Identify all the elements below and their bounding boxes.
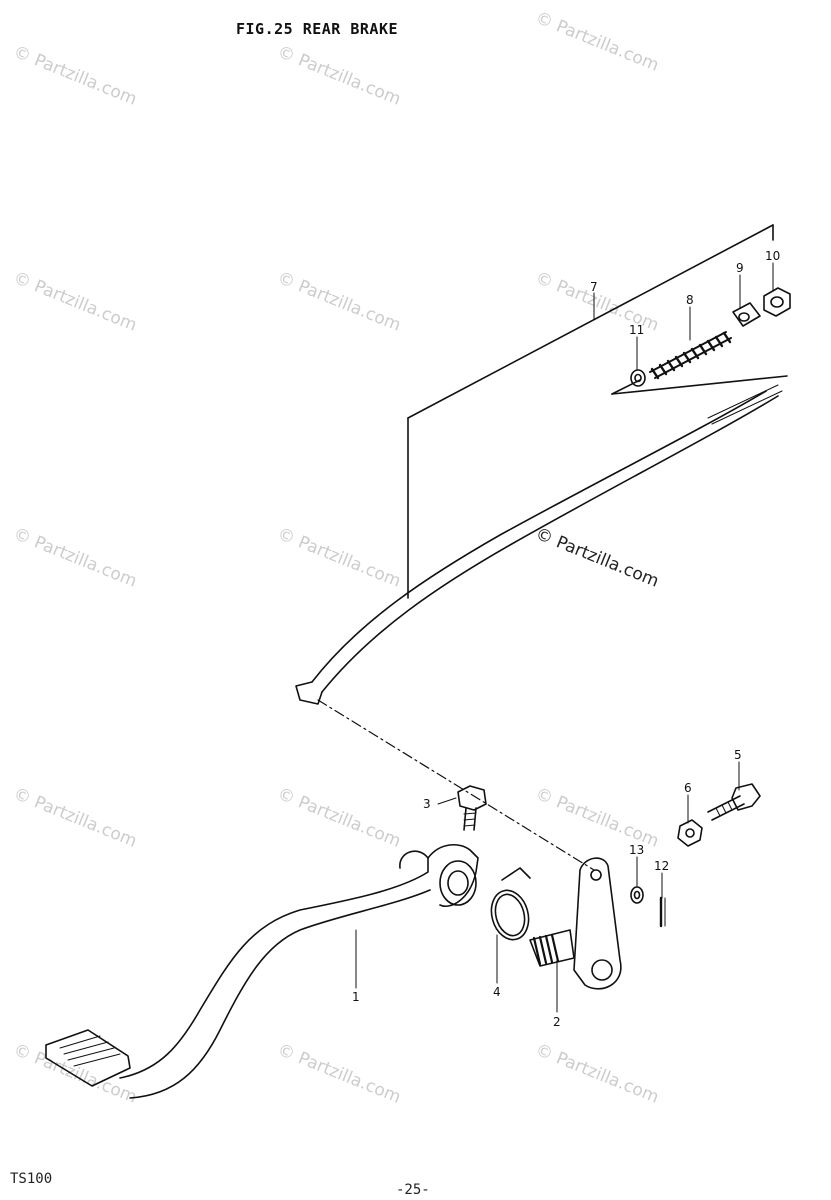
joint bbox=[732, 302, 761, 327]
lever-nut bbox=[677, 819, 703, 847]
lever-bolt bbox=[707, 783, 761, 821]
callout-12: 12 bbox=[654, 859, 669, 873]
callout-11: 11 bbox=[629, 323, 644, 337]
washer-11 bbox=[630, 369, 646, 387]
callout-10: 10 bbox=[765, 249, 780, 263]
callout-6: 6 bbox=[684, 781, 692, 795]
pedal-bolt bbox=[457, 785, 487, 831]
callout-13: 13 bbox=[629, 843, 644, 857]
brake-pedal bbox=[45, 843, 479, 1099]
figure-title: FIG.25 REAR BRAKE bbox=[236, 20, 399, 38]
brake-cam-lever bbox=[529, 857, 622, 990]
washer-13 bbox=[630, 886, 644, 904]
callout-9: 9 bbox=[736, 261, 744, 275]
callout-7: 7 bbox=[590, 280, 598, 294]
adjuster-nut bbox=[763, 287, 791, 317]
cotter-pin bbox=[659, 896, 666, 928]
rod-group-bracket bbox=[407, 224, 788, 599]
callout-4: 4 bbox=[493, 985, 501, 999]
callout-2: 2 bbox=[553, 1015, 561, 1029]
page-number: -25- bbox=[396, 1182, 430, 1198]
leader-lines bbox=[355, 262, 774, 1013]
callout-8: 8 bbox=[686, 293, 694, 307]
alignment-line bbox=[317, 699, 595, 871]
callout-5: 5 bbox=[734, 748, 742, 762]
callout-3: 3 bbox=[423, 797, 431, 811]
return-spring bbox=[490, 867, 531, 941]
spring bbox=[649, 331, 732, 380]
callout-1: 1 bbox=[352, 990, 360, 1004]
brake-rod bbox=[295, 384, 783, 705]
model-code: TS100 bbox=[10, 1171, 53, 1187]
